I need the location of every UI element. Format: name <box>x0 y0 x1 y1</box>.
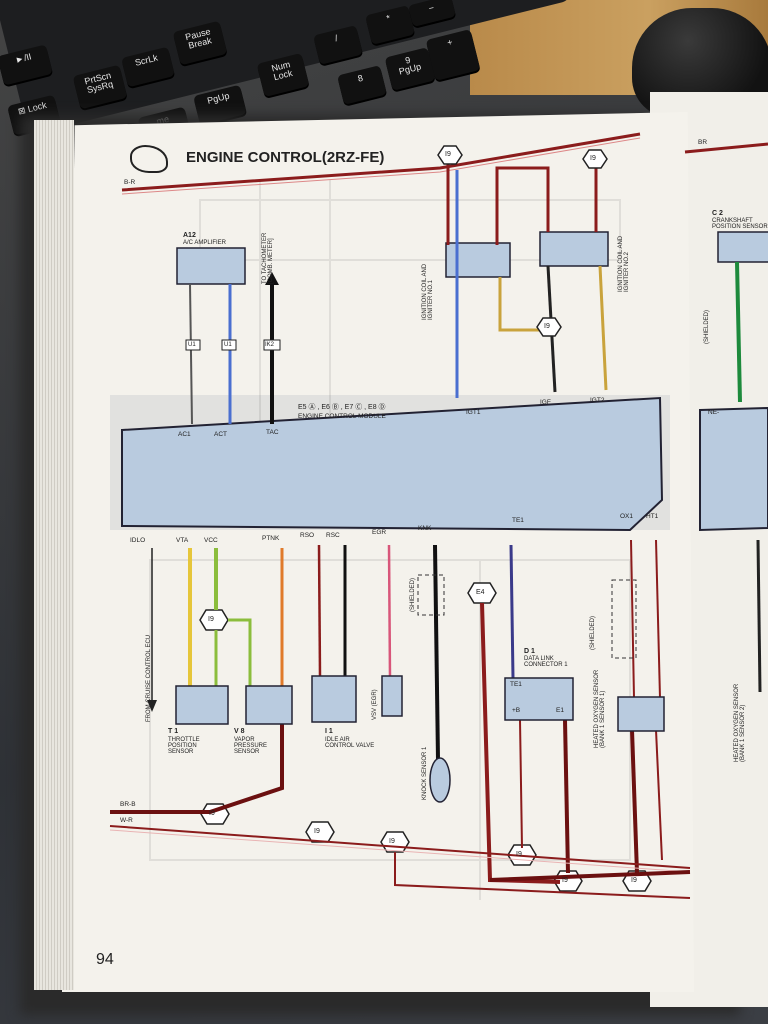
pin-ac1: AC1 <box>178 431 191 438</box>
a12-code: A12 <box>183 232 196 239</box>
v3-box <box>381 675 403 717</box>
pin-te1: TE1 <box>512 517 524 524</box>
c2-code: C 2 <box>712 210 723 217</box>
pin-ox1: OX1 <box>620 513 634 520</box>
v8-box <box>245 685 293 725</box>
pin-vcc: VCC <box>204 537 218 544</box>
connector-u1-a: U1 <box>188 342 196 348</box>
pin-igf: IGF <box>540 399 551 406</box>
ecm-box <box>121 396 664 532</box>
page-number: 94 <box>96 951 114 968</box>
junction-i9-a: I9 <box>208 616 214 623</box>
shield-box-h3 <box>611 579 637 659</box>
h4-label: HEATED OXYGEN SENSOR (BANK 1 SENSOR 2) <box>734 683 746 762</box>
pin-idlo: IDLO <box>130 537 146 544</box>
pin-ht1: HT1 <box>646 513 659 520</box>
c2-name: CRANKSHAFT POSITION SENSOR <box>712 218 768 230</box>
t1-name: THROTTLE POSITION SENSOR <box>168 737 200 755</box>
shielded-label-2: (SHIELDED) <box>590 615 596 650</box>
d1-code: D 1 <box>524 648 535 655</box>
v8-name: VAPOR PRESSURE SENSOR <box>234 737 268 755</box>
junction-i9-d: I9 <box>389 838 395 845</box>
ecm-label: ENGINE CONTROL MODULE <box>298 413 386 420</box>
pin-ptnk: PTNK <box>262 535 280 542</box>
junction-i9-top: I9 <box>445 151 451 158</box>
wire-label-br-b: BR-B <box>120 801 136 808</box>
i17-label: IGNITION COIL AND IGNITER NO.1 <box>422 263 434 320</box>
junction-i9-c: I9 <box>314 828 320 835</box>
v3-label: VSV (EGR) <box>372 689 378 720</box>
junction-i9-top2: I9 <box>590 155 596 162</box>
wire-label-b-r: B-R <box>124 179 136 186</box>
tach-label: TO TACHOMETER [COMB. METER] <box>262 232 274 284</box>
wire-br-top <box>121 132 641 192</box>
dlc-plus-b: +B <box>512 707 521 714</box>
pin-knk: KNK <box>418 525 432 532</box>
v8-code: V 8 <box>234 728 245 735</box>
connector-u1-b: U1 <box>224 342 232 348</box>
junction-e4: E4 <box>476 589 485 596</box>
ecm-code: E5 Ⓐ , E6 Ⓑ , E7 Ⓒ , E8 Ⓓ <box>298 404 386 411</box>
i18-label: IGNITION COIL AND IGNITER NO.2 <box>618 235 630 292</box>
pin-vta: VTA <box>176 537 189 544</box>
junction-i9-e: I9 <box>516 851 522 858</box>
k1-sensor <box>429 757 451 803</box>
i1-name: IDLE AIR CONTROL VALVE <box>325 737 375 749</box>
i1-box <box>311 675 357 723</box>
wire-br-right <box>684 142 768 154</box>
t1-code: T 1 <box>168 728 179 735</box>
h3-box <box>617 696 665 732</box>
shielded-label-3: (SHIELDED) <box>704 309 710 344</box>
dlc-te1: TE1 <box>510 681 522 688</box>
junction-i9-mid: I9 <box>544 323 550 330</box>
wire-label-br: BR <box>698 139 708 146</box>
pin-rso: RSO <box>300 532 315 539</box>
t1-box <box>175 685 229 725</box>
a12-name: A/C AMPLIFIER <box>183 240 227 246</box>
a12-box <box>176 247 246 285</box>
pin-igt1: IGT1 <box>466 409 481 416</box>
d1-box <box>504 677 574 721</box>
ecm-box-right <box>699 406 768 532</box>
shield-box-k1 <box>417 574 445 616</box>
engine-emblem-icon <box>130 145 168 173</box>
junction-i9-g: I9 <box>631 877 637 884</box>
page-edges <box>34 120 74 990</box>
pin-tac: TAC <box>266 429 279 436</box>
cruise-label: FROM CRUISE CONTROL ECU <box>146 634 152 722</box>
k1-label: KNOCK SENSOR 1 <box>422 746 428 800</box>
pin-act: ACT <box>214 431 227 438</box>
dlc-e1: E1 <box>556 707 564 714</box>
junction-i9-b: I9 <box>209 810 215 817</box>
pin-ne: NE- <box>708 409 720 416</box>
d1-name: DATA LINK CONNECTOR 1 <box>524 656 568 668</box>
i18-box <box>539 231 609 267</box>
c2-box <box>717 231 768 263</box>
i1-code: I 1 <box>325 728 333 735</box>
h3-label: HEATED OXYGEN SENSOR (BANK 1 SENSOR 1) <box>594 669 606 748</box>
shielded-label-1: (SHIELDED) <box>410 577 416 612</box>
pin-egr: EGR <box>372 529 387 536</box>
connector-ik2: IK2 <box>265 342 275 348</box>
pin-igt2: IGT2 <box>590 397 605 404</box>
pin-rsc: RSC <box>326 532 340 539</box>
junction-i9-f: I9 <box>562 877 568 884</box>
page-title: ENGINE CONTROL(2RZ-FE) <box>186 149 385 166</box>
wire-label-w-r: W-R <box>120 817 133 824</box>
